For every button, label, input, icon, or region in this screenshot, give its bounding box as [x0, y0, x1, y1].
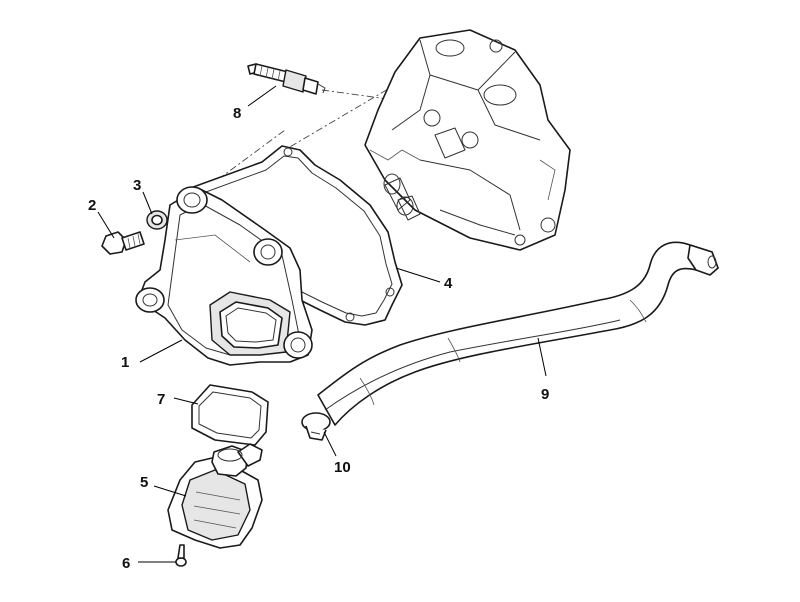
callout-6: 6 — [122, 555, 130, 572]
cover-bolt — [101, 231, 145, 255]
hose-clamp — [301, 412, 331, 441]
callout-2: 2 — [88, 197, 96, 214]
callout-4: 4 — [444, 275, 453, 292]
callout-3: 3 — [133, 177, 141, 194]
seal-ring — [191, 384, 269, 446]
callout-10: 10 — [334, 459, 351, 476]
callout-8: 8 — [233, 105, 241, 122]
breather-housing — [167, 443, 263, 549]
callout-7: 7 — [157, 391, 165, 408]
callout-1: 1 — [121, 354, 129, 371]
callout-5: 5 — [140, 474, 148, 491]
callout-9: 9 — [541, 386, 549, 403]
breather-hose — [317, 241, 719, 426]
housing-screw — [175, 544, 187, 567]
grommet-washer — [146, 210, 168, 230]
valve-cover — [135, 186, 313, 366]
leader-lines — [97, 85, 547, 563]
spark-plug — [247, 63, 326, 95]
cylinder-head — [364, 29, 571, 251]
callout-labels: 1 2 3 4 5 6 7 8 9 10 — [88, 105, 549, 572]
